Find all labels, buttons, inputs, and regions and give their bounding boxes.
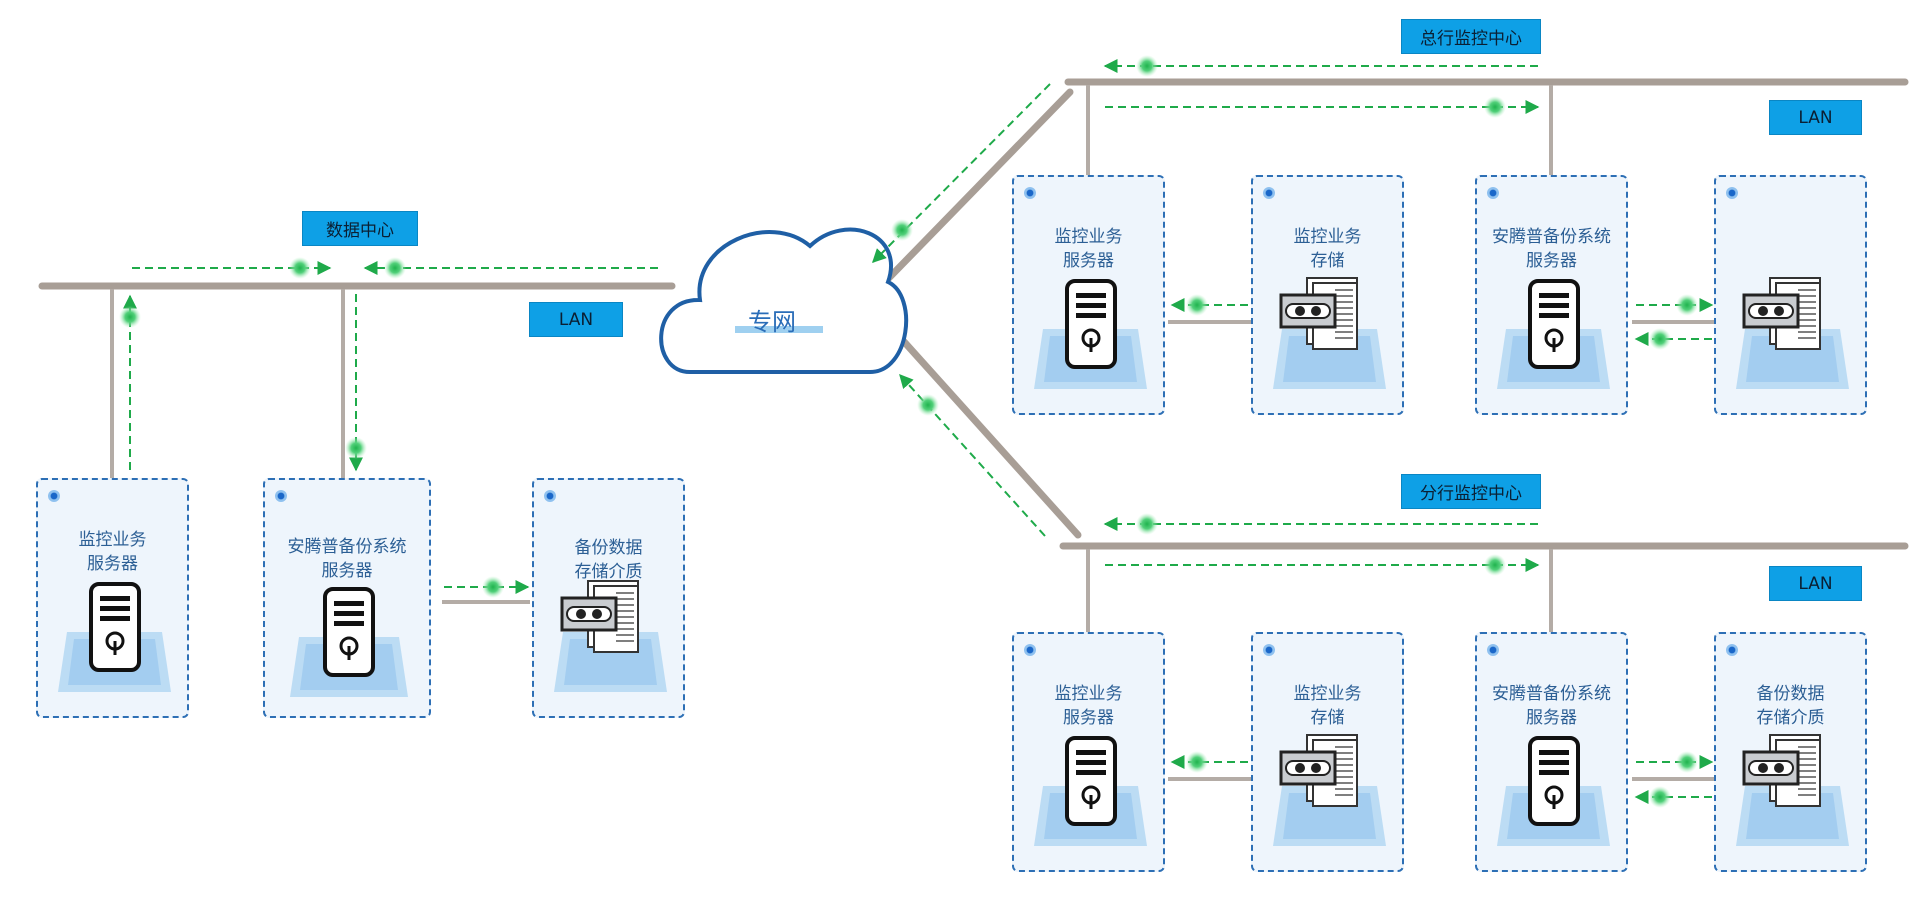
status-dot-icon (1263, 644, 1275, 656)
drop-lines (110, 85, 1714, 781)
status-dot-icon (1726, 187, 1738, 199)
node-label-line2: 服务器 (321, 561, 373, 581)
server-icon (290, 587, 408, 697)
node-label-line2: 服务器 (1526, 251, 1577, 271)
branch-monitoring-storage-node: 监控业务存储 (1251, 632, 1404, 872)
hq-backup-server-node: 安腾普备份系统服务器 (1475, 175, 1628, 415)
status-dot-icon (544, 490, 556, 502)
node-label-line1: 监控业务 (1054, 684, 1123, 704)
node-label-line2: 服务器 (1063, 251, 1114, 271)
storage-icon (1736, 277, 1849, 389)
server-icon (58, 582, 171, 692)
node-label-line2: 服务器 (1063, 708, 1114, 728)
node-label-line1: 安腾普备份系统 (287, 537, 407, 557)
status-dot-icon (1024, 187, 1036, 199)
status-dot-icon (1487, 187, 1499, 199)
server-icon (1034, 736, 1147, 846)
server-icon (1497, 736, 1610, 846)
dc-monitoring-server-node: 监控业务服务器 (36, 478, 189, 718)
branch-backup-server-node: 安腾普备份系统服务器 (1475, 632, 1628, 872)
status-dot-icon (1024, 644, 1036, 656)
node-label-line2: 存储介质 (1756, 708, 1825, 728)
dc-backup-storage-node: 备份数据存储介质 (532, 478, 685, 718)
dc-lan-tag: LAN (529, 302, 623, 337)
storage-icon (1273, 277, 1386, 389)
status-dot-icon (48, 490, 60, 502)
status-dot-icon (1487, 644, 1499, 656)
hq-monitoring-center-tag: 总行监控中心 (1401, 19, 1541, 54)
cloud-icon (659, 227, 909, 374)
node-label-line2: 服务器 (87, 554, 138, 574)
data-center-tag: 数据中心 (302, 211, 418, 246)
server-icon (1497, 279, 1610, 389)
cloud-branch-link (894, 331, 1082, 539)
node-label-line1: 监控业务 (1293, 684, 1362, 704)
storage-icon (1273, 734, 1386, 846)
branch-backup-storage-node: 备份数据存储介质 (1714, 632, 1867, 872)
node-label-line2: 服务器 (1526, 708, 1577, 728)
dc-backup-server-node: 安腾普备份系统服务器 (263, 478, 431, 718)
cloud-hq-link (881, 88, 1074, 286)
branch-lan-tag: LAN (1769, 566, 1862, 601)
hq-monitoring-storage-node: 监控业务存储 (1251, 175, 1404, 415)
status-dot-icon (1263, 187, 1275, 199)
status-dot-icon (1726, 644, 1738, 656)
flow-glow-dots (119, 55, 1698, 808)
storage-icon (554, 580, 667, 692)
node-label-line2: 存储介质 (574, 562, 643, 582)
node-label-line1: 监控业务 (78, 530, 147, 550)
bus-lines (38, 78, 1909, 550)
node-label-line1: 备份数据 (574, 538, 643, 558)
node-label-line2: 存储 (1310, 708, 1345, 728)
hq-monitoring-server-node: 监控业务服务器 (1012, 175, 1165, 415)
server-icon (1034, 279, 1147, 389)
node-label-line1: 安腾普备份系统 (1492, 227, 1611, 247)
node-label-line2: 存储 (1310, 251, 1345, 271)
private-network-label: 专网 (748, 308, 796, 336)
node-label-line1: 备份数据 (1756, 684, 1825, 704)
status-dot-icon (275, 490, 287, 502)
node-label-line1: 安腾普备份系统 (1492, 684, 1611, 704)
branch-monitoring-server-node: 监控业务服务器 (1012, 632, 1165, 872)
hq-backup-storage-node (1714, 175, 1867, 415)
hq-lan-tag: LAN (1769, 100, 1862, 135)
node-label-line1: 监控业务 (1293, 227, 1362, 247)
storage-icon (1736, 734, 1849, 846)
node-label-line1: 监控业务 (1054, 227, 1123, 247)
branch-monitoring-center-tag: 分行监控中心 (1401, 474, 1541, 509)
